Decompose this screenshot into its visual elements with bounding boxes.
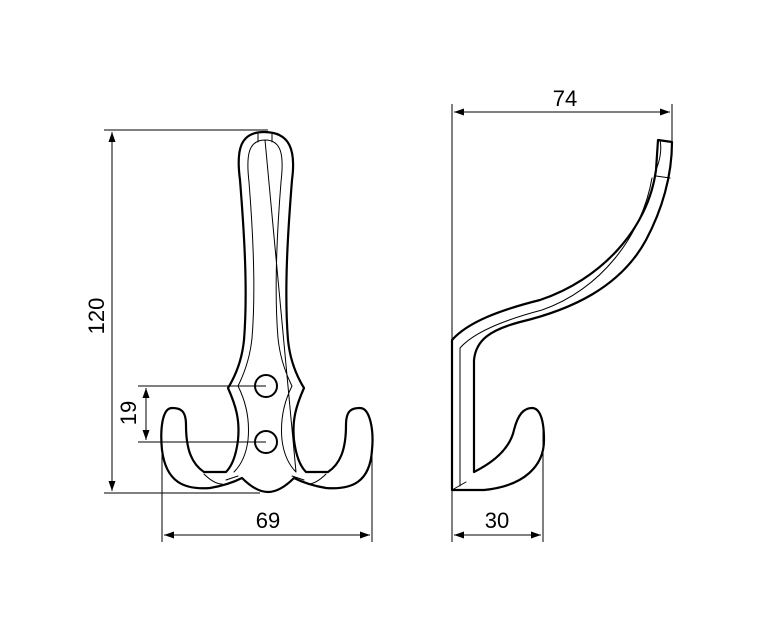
side-view-tip	[655, 139, 671, 179]
front-view-outline	[160, 130, 374, 494]
front-view	[160, 130, 374, 494]
side-view	[450, 138, 674, 492]
dim-label-30: 30	[485, 508, 509, 533]
dim-side-width: 74	[451, 86, 673, 340]
dim-side-depth: 30	[451, 430, 544, 542]
top-detail	[257, 133, 273, 143]
dim-label-19: 19	[116, 401, 141, 425]
side-view-outline	[450, 138, 674, 492]
dim-label-120: 120	[84, 298, 109, 335]
front-view-inner-contour	[233, 139, 297, 473]
dim-front-width: 69	[161, 450, 373, 542]
side-view-inner-contour	[459, 177, 653, 487]
dim-hole-spacing: 19	[116, 385, 266, 443]
bottom-notch-detail	[203, 473, 327, 485]
dim-front-height: 120	[84, 129, 268, 494]
dim-label-69: 69	[256, 508, 280, 533]
side-view-base	[451, 481, 467, 491]
dim-label-74: 74	[553, 86, 577, 111]
